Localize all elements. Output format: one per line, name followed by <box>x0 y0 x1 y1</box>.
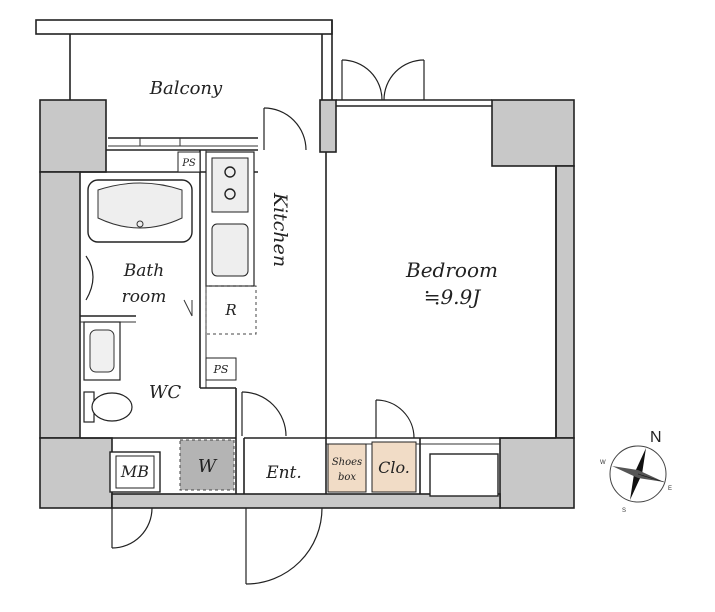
refrigerator-space <box>205 285 257 335</box>
washer-label: W <box>198 456 218 477</box>
shoes-box <box>327 443 367 493</box>
balcony-label: Balcony <box>149 78 223 99</box>
compass-north-label: N <box>650 429 662 446</box>
refrigerator-label: R <box>224 301 236 319</box>
storage-box-right <box>429 453 499 497</box>
wall-block-left-bottom <box>39 437 113 509</box>
ps-lower-label: PS <box>213 363 229 376</box>
shoes-box-label-line2: box <box>338 472 356 483</box>
washer-area <box>179 439 235 491</box>
ps-box-upper <box>177 151 201 173</box>
wall-column-left <box>39 171 81 439</box>
bath-door <box>85 255 193 317</box>
wall-pillar-kitchen <box>319 99 337 153</box>
balcony-area <box>35 19 333 150</box>
wash-basin <box>83 321 121 381</box>
wc-label: WC <box>149 382 182 403</box>
bedroom-size: ≒9.9J <box>424 285 482 309</box>
wall-block-right-top <box>491 99 575 167</box>
bathtub <box>87 179 193 243</box>
partitions <box>80 99 557 494</box>
walls <box>39 99 575 509</box>
bedroom-label: Bedroom <box>405 258 498 282</box>
ps-upper-label: PS <box>181 158 196 169</box>
compass-needle-north <box>634 448 646 474</box>
mb-label: MB <box>120 462 149 481</box>
compass-east-label: E <box>668 486 672 492</box>
toilet <box>83 391 133 423</box>
wall-column-right <box>555 165 575 439</box>
wall-block-right-bottom <box>499 437 575 509</box>
doors <box>111 59 425 585</box>
kitchen-counter <box>205 151 255 287</box>
shoes-box-label-line1: Shoes <box>332 457 362 468</box>
closet <box>371 441 417 493</box>
compass-south-label: S <box>622 508 626 514</box>
compass: N E S W <box>600 429 672 514</box>
compass-west-label: W <box>600 460 606 466</box>
entrance-label: Ent. <box>265 463 302 483</box>
mb-box <box>109 451 161 493</box>
wall-block-left-top <box>39 99 107 173</box>
stove <box>211 157 249 213</box>
wall-bottom-strip <box>111 493 501 509</box>
bath-label-line1: Bath <box>123 261 164 281</box>
kitchen-label: Kitchen <box>269 192 291 267</box>
ps-box-lower <box>205 357 237 381</box>
sink <box>211 223 249 277</box>
closet-label: Clo. <box>378 458 410 477</box>
bath-label-line2: room <box>122 287 167 307</box>
